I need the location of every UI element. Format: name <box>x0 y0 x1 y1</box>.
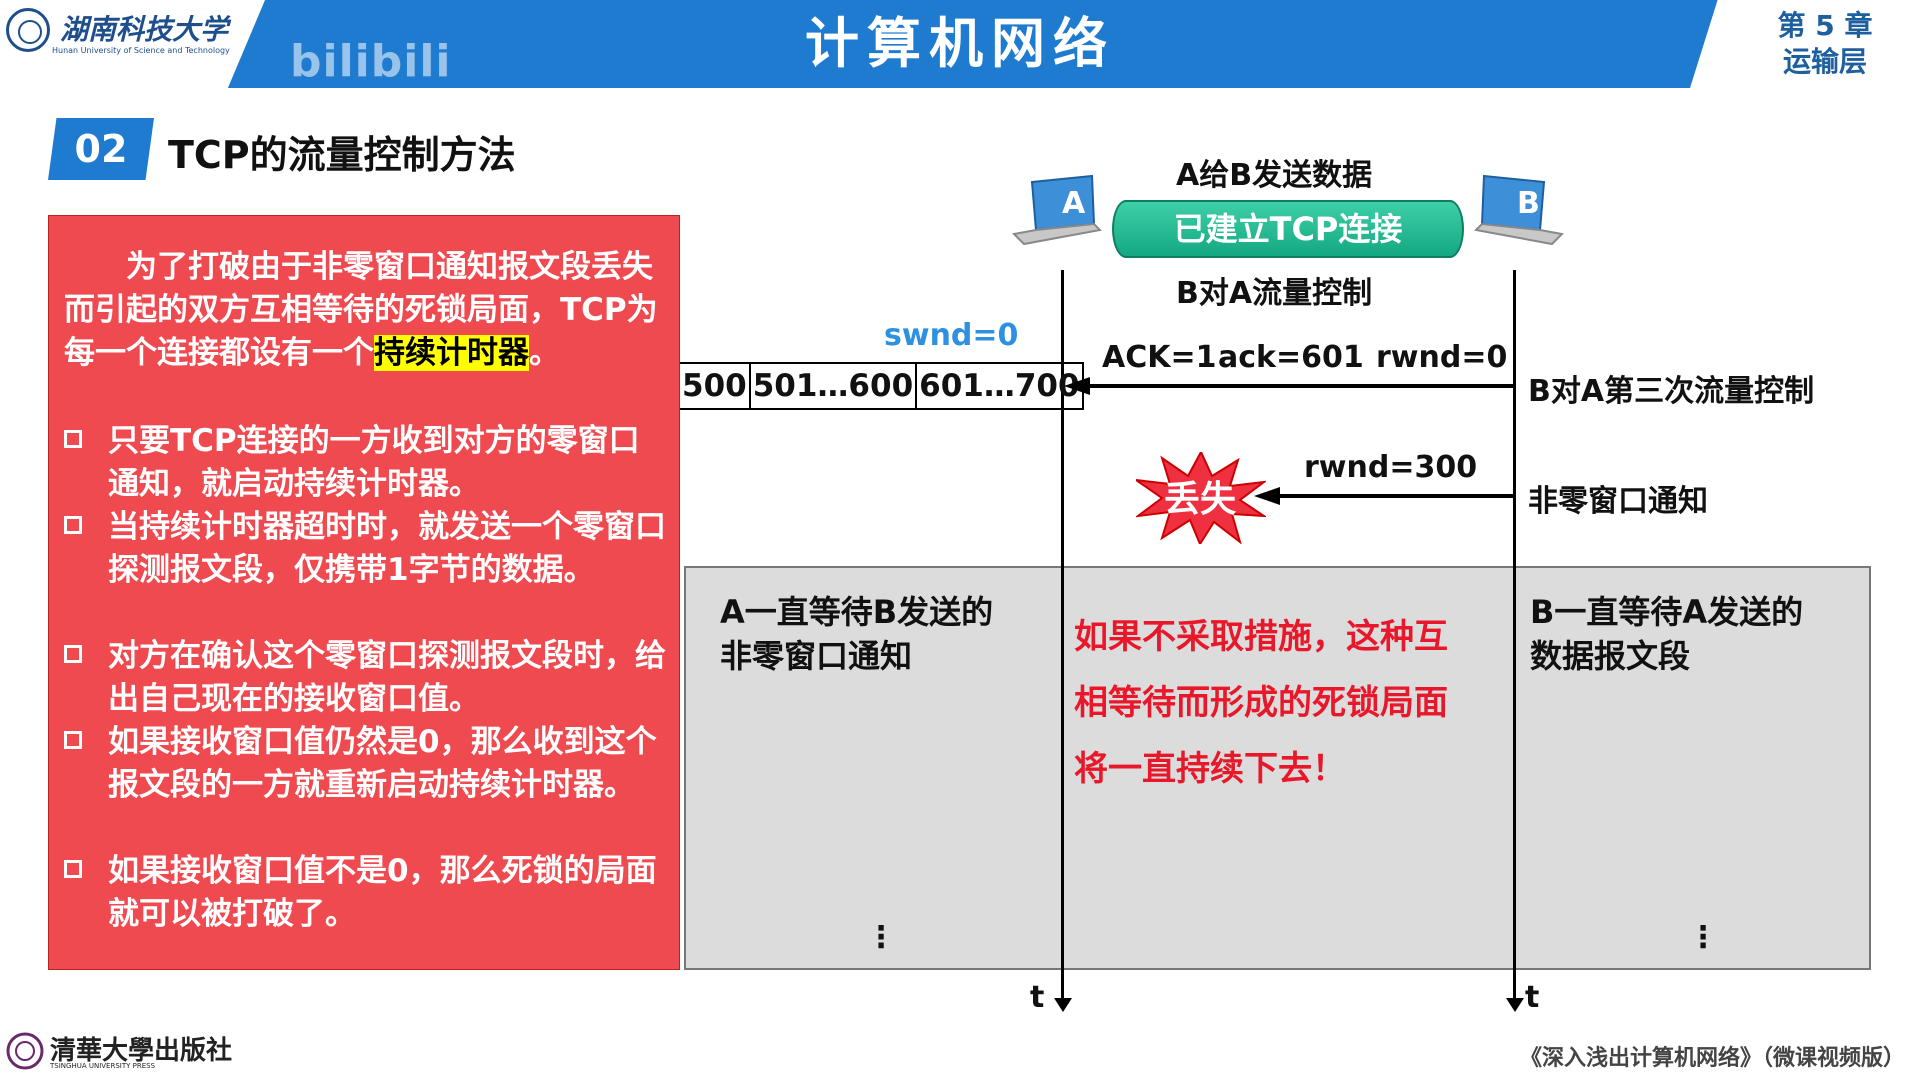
explanation-panel <box>48 215 680 970</box>
send-buffer: 500 501…600 601…700 <box>680 362 1084 410</box>
host-b-laptop-icon <box>1474 174 1564 246</box>
buffer-cell: 500 <box>680 364 751 408</box>
square-bullet-icon <box>64 731 82 749</box>
square-bullet-icon <box>64 645 82 663</box>
university-seal-icon <box>6 8 50 52</box>
tcp-connection-tube: 已建立TCP连接 <box>1112 200 1464 258</box>
time-axis-label-b: t <box>1525 980 1540 1015</box>
lost-label: 丢失 <box>1164 479 1237 520</box>
publisher-name: 清華大學出版社 <box>50 1036 233 1066</box>
bullet-item: 如果接收窗口值不是0，那么死锁的局面就可以被打破了。 <box>64 850 670 936</box>
section-number: 02 <box>48 118 154 180</box>
host-b-time-arrow-icon <box>1506 998 1524 1012</box>
host-a-timeline-segment <box>1061 566 1064 970</box>
section-title: TCP的流量控制方法 <box>168 133 516 177</box>
host-a-laptop-icon <box>1012 174 1102 246</box>
b-waiting-text: B一直等待A发送的 数据报文段 <box>1530 593 1804 675</box>
flow-control-label: B对A流量控制 <box>1176 276 1373 311</box>
host-b-timeline-segment <box>1513 566 1516 970</box>
publisher-name-en: TSINGHUA UNIVERSITY PRESS <box>50 1062 156 1070</box>
host-a-label: A <box>1062 186 1086 221</box>
host-a-time-arrow-icon <box>1054 998 1072 1012</box>
third-flow-control-label: B对A第三次流量控制 <box>1528 374 1815 409</box>
page-title: 计算机网络 <box>805 12 1115 75</box>
rwnd-zero-label: rwnd=0 <box>1376 340 1508 375</box>
buffer-cell: 601…700 <box>919 368 1080 404</box>
deadlock-area <box>684 566 1871 970</box>
intro-text: 为了打破由于非零窗口通知报文段丢失而引起的双方互相等待的死锁局面，TCP为每一个… <box>64 249 658 371</box>
header-bar <box>0 0 1920 88</box>
swnd-label: swnd=0 <box>884 318 1019 353</box>
ack-flag-label: ACK=1 <box>1102 340 1217 375</box>
publisher-seal-icon <box>6 1032 44 1070</box>
bullet-item: 如果接收窗口值仍然是0，那么收到这个报文段的一方就重新启动持续计时器。 <box>64 721 670 807</box>
watermark-text: 湖科大教书匠 <box>10 64 167 94</box>
deadlock-warning: 如果不采取措施，这种互 相等待而形成的死锁局面 将一直持续下去！ <box>1074 617 1448 789</box>
continuation-dots-a: ⋮ <box>866 920 896 955</box>
chapter-panel <box>1690 0 1920 88</box>
lost-burst-icon <box>1136 452 1266 544</box>
nonzero-window-arrow <box>1254 487 1514 505</box>
continuation-dots-b: ⋮ <box>1688 920 1718 955</box>
time-axis-label-a: t <box>1030 980 1045 1015</box>
ack-number-label: ack=601 <box>1218 340 1364 375</box>
nonzero-notice-label: 非零窗口通知 <box>1528 484 1708 519</box>
persistence-timer-highlight: 持续计时器 <box>374 335 529 371</box>
host-b-label: B <box>1517 186 1540 221</box>
chapter-name: 运输层 <box>1782 45 1867 78</box>
chapter-number: 第 5 章 <box>1777 9 1873 42</box>
square-bullet-icon <box>64 516 82 534</box>
university-name: 湖南科技大学 <box>60 13 229 46</box>
book-title: 《深入浅出计算机网络》（微课视频版） <box>1520 1046 1906 1071</box>
intro-paragraph: 为了打破由于非零窗口通知报文段丢失而引起的双方互相等待的死锁局面，TCP为每一个… <box>64 246 664 375</box>
ack-arrow <box>1064 377 1514 395</box>
send-direction-label: A给B发送数据 <box>1176 158 1373 193</box>
rwnd-300-label: rwnd=300 <box>1304 450 1478 485</box>
bullet-item: 只要TCP连接的一方收到对方的零窗口通知，就启动持续计时器。 <box>64 420 670 506</box>
intro-end: 。 <box>529 335 560 371</box>
buffer-cell: 501…600 <box>751 364 918 408</box>
university-name-en: Hunan University of Science and Technolo… <box>52 46 230 55</box>
square-bullet-icon <box>64 860 82 878</box>
bullet-item: 当持续计时器超时时，就发送一个零窗口探测报文段，仅携带1字节的数据。 <box>64 506 670 592</box>
bilibili-watermark: bilibili <box>290 36 452 87</box>
bullet-item: 对方在确认这个零窗口探测报文段时，给出自己现在的接收窗口值。 <box>64 635 670 721</box>
a-waiting-text: A一直等待B发送的 非零窗口通知 <box>720 593 994 675</box>
chapter-label: 第 5 章 运输层 <box>1740 8 1910 80</box>
square-bullet-icon <box>64 430 82 448</box>
